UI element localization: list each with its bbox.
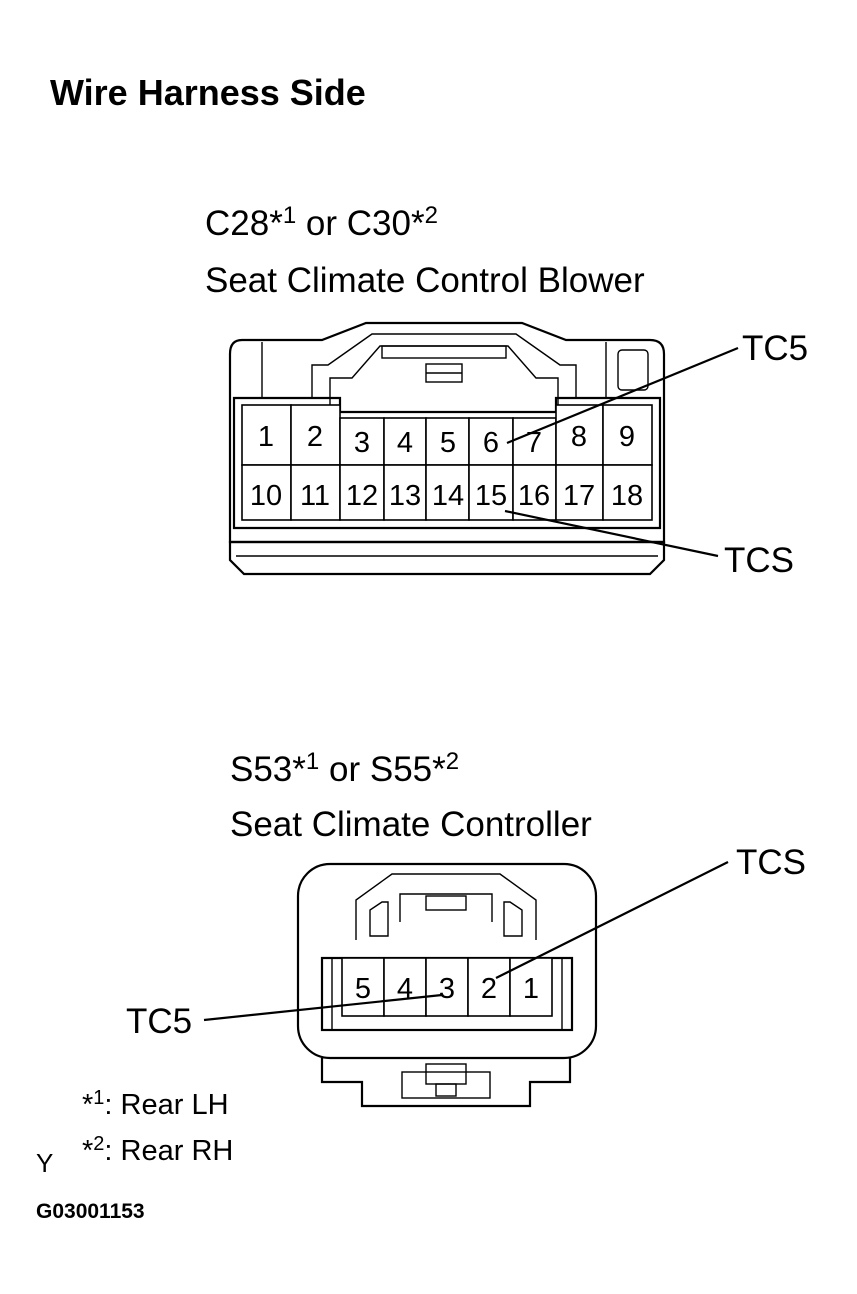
note-sup: 1	[93, 1087, 104, 1109]
connector1-callout-line-top	[506, 346, 739, 445]
pin-label: 5	[355, 973, 371, 1005]
pin-label: 9	[619, 421, 635, 453]
connector1-star-b: *	[411, 204, 425, 243]
pin-label: 2	[481, 973, 497, 1005]
connector1-or: or	[296, 204, 347, 243]
pin-label: 13	[389, 480, 421, 512]
pin-cavity	[509, 957, 553, 1017]
pin-label: 4	[397, 427, 413, 459]
connector2-star-b: *	[432, 750, 446, 789]
note-text: : Rear RH	[104, 1135, 233, 1167]
connector1-code-b: C30	[347, 204, 411, 243]
pin-label: 10	[250, 480, 282, 512]
pin-cavity	[512, 464, 557, 521]
pin-cavity	[290, 464, 341, 521]
connector2-pin-grid	[341, 957, 553, 1017]
pin-cavity	[341, 957, 385, 1017]
pin-label: 7	[526, 427, 542, 459]
pin-label: 18	[611, 480, 643, 512]
pin-label: 4	[397, 973, 413, 1005]
pin-label: 2	[307, 421, 323, 453]
figure-id: G03001153	[36, 1200, 145, 1223]
pin-cavity	[425, 957, 469, 1017]
connector2-housing	[296, 862, 598, 1108]
pin-cavity	[555, 464, 604, 521]
pin-label: 15	[475, 480, 507, 512]
note-rear-rh: *2: Rear RH	[82, 1133, 233, 1167]
connector1-code-line: C28*1 or C30*2	[205, 202, 438, 243]
pin-cavity	[383, 464, 427, 521]
pin-cavity	[241, 464, 292, 521]
connector1-callout-top: TC5	[742, 329, 808, 368]
connector1-code-a: C28	[205, 204, 269, 243]
connector2-star-a: *	[292, 750, 306, 789]
corner-mark: Y	[36, 1148, 53, 1178]
pin-label: 1	[523, 973, 539, 1005]
connector1-pin-grid	[241, 404, 653, 521]
pin-label: 5	[440, 427, 456, 459]
connector1-callout-bottom: TCS	[724, 541, 794, 580]
pin-label: 17	[563, 480, 595, 512]
pin-label: 3	[354, 427, 370, 459]
pin-label: 11	[300, 480, 330, 512]
pin-label: 3	[439, 973, 455, 1005]
page-title: Wire Harness Side	[50, 72, 366, 113]
connector1-callout-line-bottom	[504, 509, 719, 558]
pin-cavity	[602, 464, 653, 521]
pin-label: 8	[571, 421, 587, 453]
connector2-or: or	[319, 750, 370, 789]
connector2-name: Seat Climate Controller	[230, 805, 592, 844]
pin-label: 16	[518, 480, 550, 512]
pin-label: 14	[432, 480, 464, 512]
connector2-sup-a: 1	[306, 748, 319, 775]
note-star: *	[82, 1135, 93, 1167]
note-star: *	[82, 1089, 93, 1121]
connector2-callout-right: TCS	[736, 843, 806, 882]
connector2-pin-labels: 5 4 3 2 1	[355, 973, 539, 1005]
connector1-pin-labels: 1 2 3 4 5 6 7 8 9 10 11 12 13 14 15 16 1…	[250, 421, 643, 512]
connector1-star-a: *	[269, 204, 283, 243]
connector2-sup-b: 2	[446, 748, 459, 775]
connector2-callout-line-right	[495, 861, 729, 979]
connector2-callout-left: TC5	[126, 1002, 192, 1041]
connector1-sup-b: 2	[425, 202, 438, 229]
connector1-housing	[228, 321, 666, 576]
connector1-name: Seat Climate Control Blower	[205, 261, 645, 300]
pin-cavity	[339, 417, 385, 466]
connector2-code-b: S55	[370, 750, 432, 789]
pin-cavity	[425, 417, 470, 466]
connector2-code-line: S53*1 or S55*2	[230, 748, 459, 789]
connector1-sup-a: 1	[283, 202, 296, 229]
note-text: : Rear LH	[104, 1089, 228, 1121]
pin-cavity	[602, 404, 653, 466]
pin-cavity	[425, 464, 470, 521]
pin-label: 6	[483, 427, 499, 459]
note-sup: 2	[93, 1133, 104, 1155]
note-rear-lh: *1: Rear LH	[82, 1087, 229, 1121]
pin-label: 12	[346, 480, 378, 512]
connector2-callout-line-left	[203, 993, 443, 1022]
pin-cavity	[383, 957, 427, 1017]
connector2-code-a: S53	[230, 750, 292, 789]
pin-label: 1	[258, 421, 274, 453]
pin-cavity	[467, 957, 511, 1017]
